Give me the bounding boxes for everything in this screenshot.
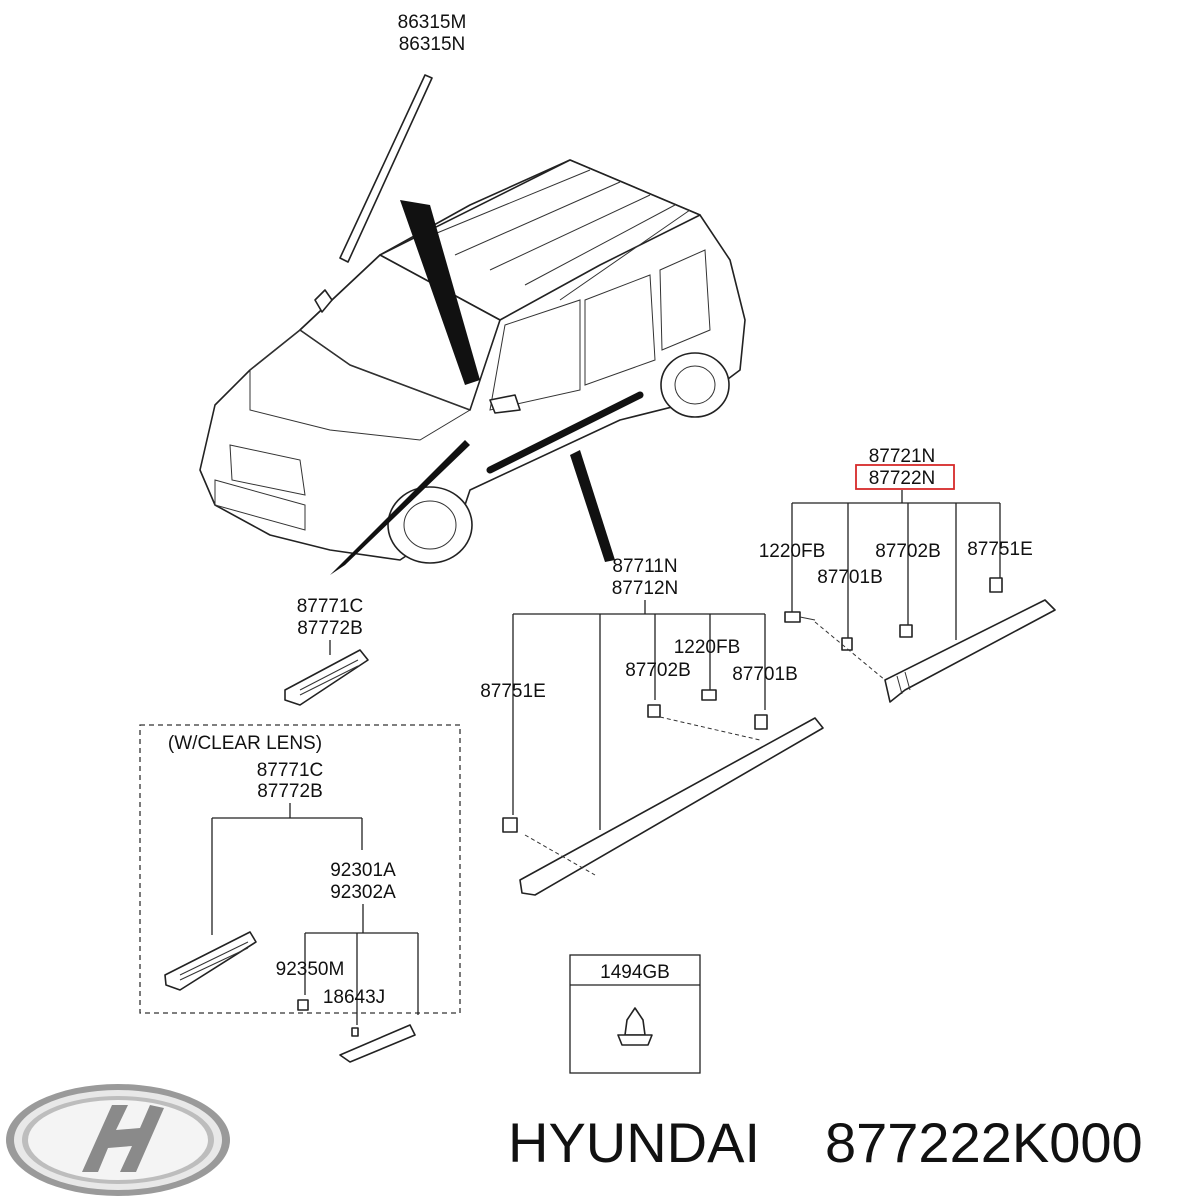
a-pillar-trim bbox=[339, 74, 480, 385]
label-rear-clip-b: 87702B bbox=[875, 541, 941, 562]
label-rear-clip-a: 87701B bbox=[817, 567, 883, 588]
highlight-box bbox=[855, 464, 955, 490]
label-pillar-a: 86315M bbox=[398, 12, 467, 33]
front-leader-lines bbox=[512, 600, 766, 830]
label-repeater-b: 87772B bbox=[297, 618, 363, 639]
lens-leader-lines bbox=[211, 803, 363, 935]
push-clip-icon bbox=[617, 1007, 653, 1046]
label-front-b: 87712N bbox=[612, 578, 679, 599]
label-repeater-a: 87771C bbox=[297, 596, 364, 617]
rear-leader-lines bbox=[791, 490, 1001, 640]
label-rear-a: 87721N bbox=[869, 446, 936, 467]
side-repeater bbox=[284, 649, 369, 706]
label-socket: 18643J bbox=[323, 987, 385, 1008]
label-lens-title: (W/CLEAR LENS) bbox=[168, 733, 322, 754]
front-leader-swoosh bbox=[330, 440, 470, 575]
label-fastener: 1494GB bbox=[600, 962, 670, 983]
clear-lens-box bbox=[139, 724, 461, 1014]
label-lens-rep-b: 87772B bbox=[257, 781, 323, 802]
label-bulb: 92350M bbox=[276, 959, 345, 980]
label-lens-rep-a: 87771C bbox=[257, 760, 324, 781]
label-front-clip-b: 87702B bbox=[625, 660, 691, 681]
label-front-clip-e: 87751E bbox=[480, 681, 546, 702]
fastener-box bbox=[569, 954, 701, 1074]
clear-lens-repeater bbox=[164, 931, 416, 1063]
hyundai-logo-icon bbox=[6, 1084, 230, 1196]
front-door-moulding bbox=[502, 689, 824, 896]
footer-part-number: 877222K000 bbox=[825, 1111, 1143, 1174]
rear-leader-swoosh bbox=[570, 450, 615, 562]
label-rear-b: 87722N bbox=[869, 468, 936, 489]
rear-door-moulding bbox=[784, 577, 1056, 703]
label-rear-screw: 1220FB bbox=[759, 541, 826, 562]
lamp-leader-lines bbox=[304, 904, 419, 1025]
label-lamp-b: 92302A bbox=[330, 882, 396, 903]
label-lamp-a: 92301A bbox=[330, 860, 396, 881]
label-pillar-b: 86315N bbox=[399, 34, 466, 55]
label-rear-clip-e: 87751E bbox=[967, 539, 1033, 560]
footer-brand: HYUNDAI bbox=[508, 1111, 760, 1174]
label-front-a: 87711N bbox=[612, 556, 677, 577]
label-front-screw: 1220FB bbox=[674, 637, 741, 658]
label-front-clip-a: 87701B bbox=[732, 664, 798, 685]
